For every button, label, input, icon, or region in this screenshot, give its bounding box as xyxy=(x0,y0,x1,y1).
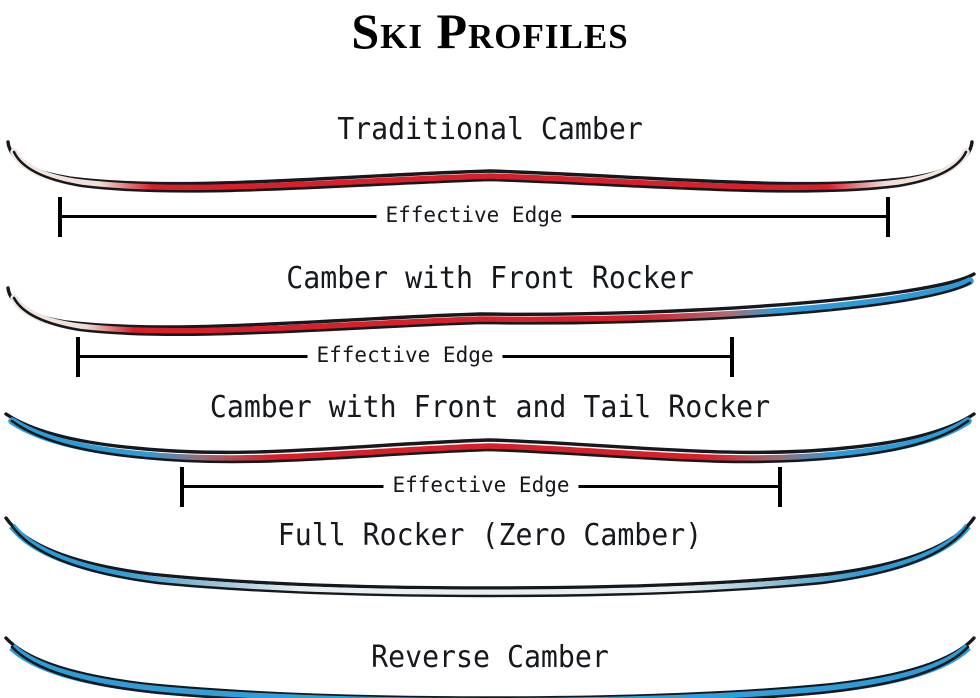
profile-heading-full-rocker-zero-camber: Full Rocker (Zero Camber) xyxy=(277,518,703,553)
ski-diagram-traditional-camber xyxy=(6,140,974,193)
ski-diagram-camber-with-front-and-tail-rocker xyxy=(4,412,976,464)
ski-diagram-full-rocker-zero-camber xyxy=(4,516,976,598)
ski-diagram-reverse-camber xyxy=(4,636,976,698)
effective-edge-bar-camber-with-front-rocker: Effective Edge xyxy=(76,337,734,377)
profile-heading-reverse-camber: Reverse Camber xyxy=(371,640,609,675)
profile-heading-traditional-camber: Traditional Camber xyxy=(337,112,643,147)
effective-edge-label: Effective Edge xyxy=(376,199,572,231)
effective-edge-bar-traditional-camber: Effective Edge xyxy=(58,197,890,237)
profile-heading-camber-with-front-rocker: Camber with Front Rocker xyxy=(286,261,694,296)
edge-tick-right xyxy=(886,197,890,237)
profile-heading-camber-with-front-and-tail-rocker: Camber with Front and Tail Rocker xyxy=(209,390,771,425)
page-title: Ski Profiles xyxy=(351,3,629,59)
ski-diagram-camber-with-front-rocker xyxy=(6,272,976,337)
effective-edge-bar-camber-with-front-and-tail-rocker: Effective Edge xyxy=(180,467,782,507)
effective-edge-label: Effective Edge xyxy=(307,339,503,371)
edge-tick-right xyxy=(778,467,782,507)
effective-edge-label: Effective Edge xyxy=(383,469,579,501)
edge-tick-right xyxy=(730,337,734,377)
